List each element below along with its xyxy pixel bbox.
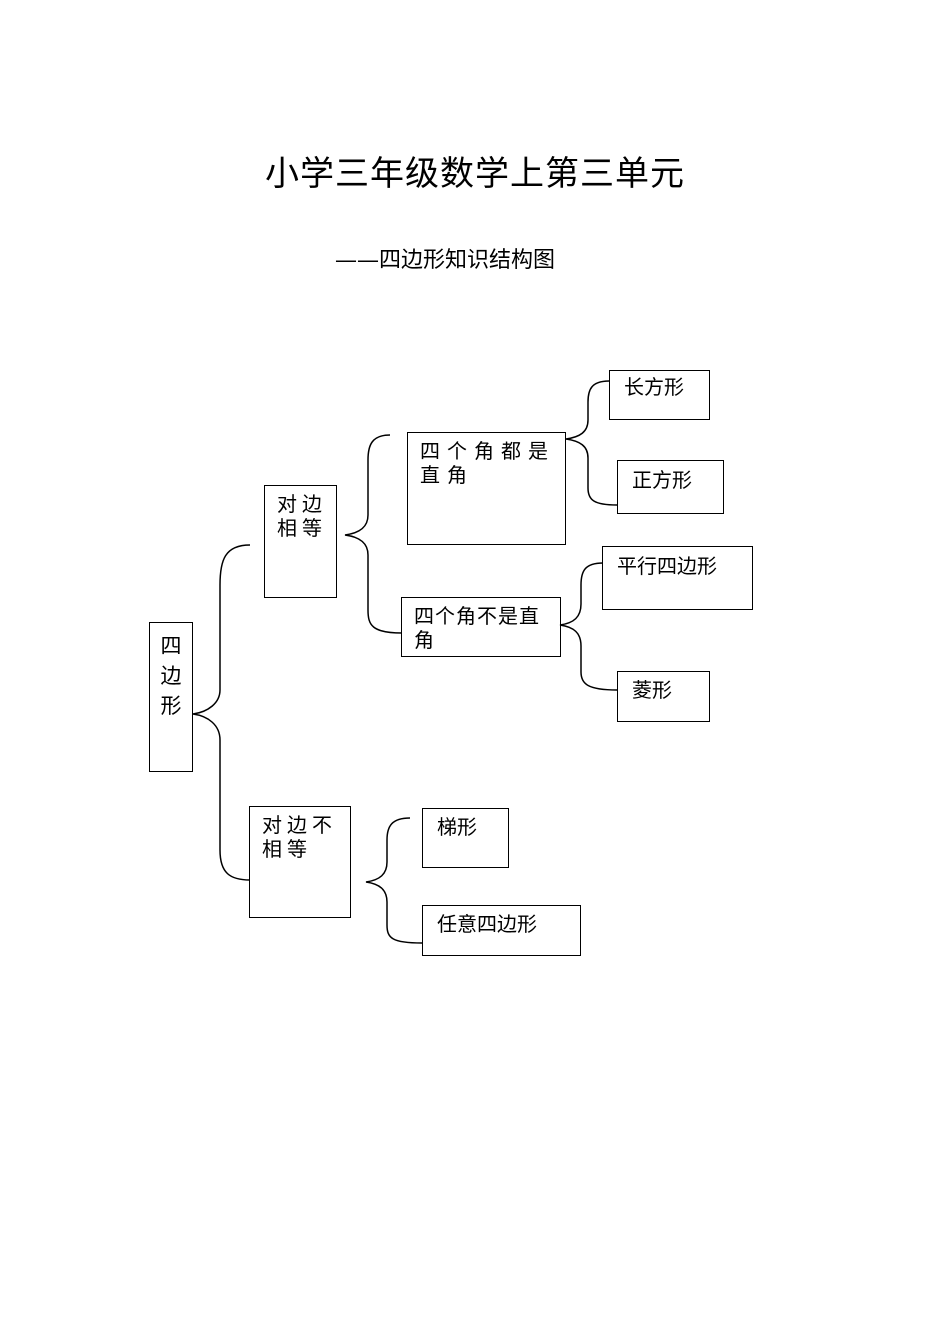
node-parallelogram-label: 平行四边形 xyxy=(617,554,717,578)
node-not-right-angles-label: 四个角不是直角 xyxy=(414,604,540,652)
node-four-right-angles-label: 四个角都是直角 xyxy=(420,439,555,487)
node-opposite-sides-unequal: 对边不相等 xyxy=(249,806,351,918)
node-parallelogram: 平行四边形 xyxy=(602,546,753,610)
node-rhombus: 菱形 xyxy=(617,671,710,722)
node-rhombus-label: 菱形 xyxy=(632,678,672,702)
node-quadrilateral-label: 四边形 xyxy=(160,634,182,718)
page-subtitle: ——四边形知识结构图 xyxy=(335,248,556,273)
node-rectangle-label: 长方形 xyxy=(624,375,684,399)
node-opposite-sides-equal: 对边相等 xyxy=(264,485,337,598)
node-arbitrary-quadrilateral-label: 任意四边形 xyxy=(437,912,537,936)
page-title: 小学三年级数学上第三单元 xyxy=(265,154,685,194)
node-opposite-sides-unequal-label: 对边不相等 xyxy=(262,813,337,861)
brace-right-angles xyxy=(565,380,618,506)
node-quadrilateral: 四边形 xyxy=(149,622,193,772)
node-trapezoid: 梯形 xyxy=(422,808,509,868)
brace-opposite-equal xyxy=(344,434,403,634)
node-four-right-angles: 四个角都是直角 xyxy=(407,432,566,545)
node-arbitrary-quadrilateral: 任意四边形 xyxy=(422,905,581,956)
node-trapezoid-label: 梯形 xyxy=(437,815,477,839)
brace-root xyxy=(192,544,251,881)
node-square-label: 正方形 xyxy=(632,468,692,492)
node-square: 正方形 xyxy=(617,460,724,514)
node-not-right-angles: 四个角不是直角 xyxy=(401,597,561,657)
node-opposite-sides-equal-label: 对边相等 xyxy=(277,492,327,540)
brace-opposite-unequal xyxy=(365,817,423,944)
node-rectangle: 长方形 xyxy=(609,370,710,420)
